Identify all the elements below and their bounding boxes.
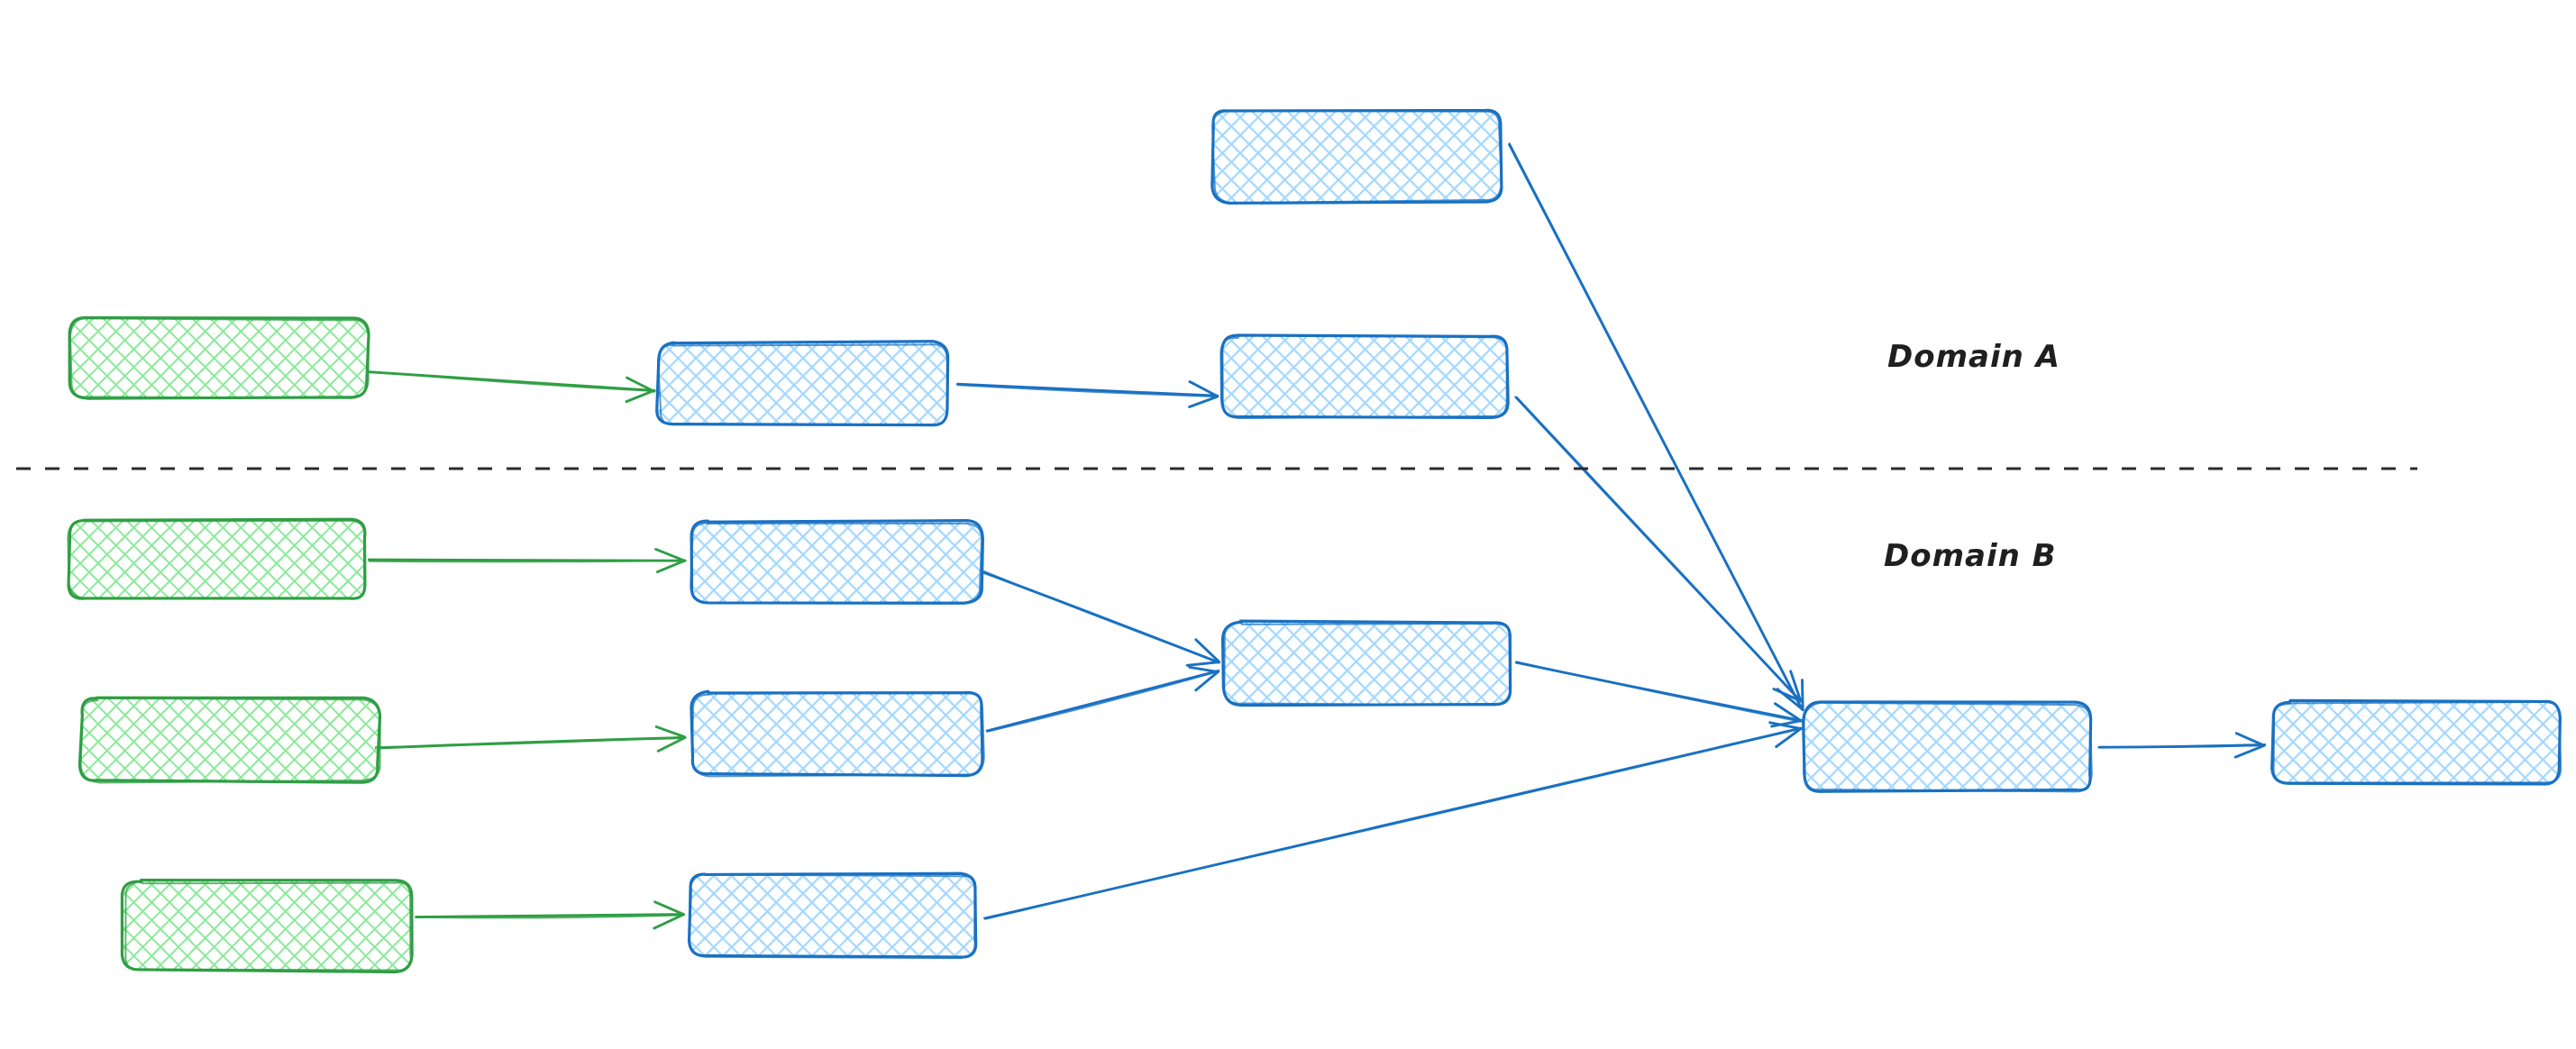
edge-source-b1-to-process-b1-head-0 [654,548,686,562]
source-node-b2-outline-2 [79,697,381,784]
merge-node-outline-2 [1223,621,1512,707]
source-node-a1-outline-2 [69,317,370,399]
edge-process-a1-to-process-a2-head-0 [1188,380,1219,398]
process-node-b1-fill [691,521,982,602]
edge-process-b2-to-merge-shaft-0 [985,670,1220,733]
edge-source-a1-to-process-a1-shaft-1 [369,370,656,392]
edge-process-b1-to-merge-shaft-1 [982,570,1220,663]
edge-source-b2-to-process-b2-shaft-1 [374,735,687,749]
process-node-b2-outline-2 [691,692,985,778]
edge-merge-to-aggregate [1514,661,1804,728]
process-node-b2[interactable] [690,689,985,778]
output-node[interactable] [2270,698,2562,786]
edge-aggregate-to-output-shaft-1 [2099,744,2266,749]
process-node-top[interactable] [1210,108,1503,205]
edge-process-b3-to-aggregate-head-1 [1775,727,1803,749]
edge-process-a1-to-process-a2-shaft-1 [956,384,1218,398]
edge-aggregate-to-output-head-0 [2234,732,2265,747]
edge-process-b1-to-merge-head-1 [1185,661,1220,667]
edge-process-b1-to-merge [982,570,1220,667]
edge-process-b2-to-merge [985,665,1220,733]
source-node-a1-fill [70,317,368,398]
edge-process-a2-to-aggregate-head-0 [1789,670,1803,703]
source-node-b3-fill [123,880,412,971]
edge-process-b1-to-merge-head-0 [1194,638,1220,663]
aggregate-node[interactable] [1802,700,2093,793]
edge-source-a1-to-process-a1-head-0 [626,376,656,393]
edge-process-b2-to-merge-head-1 [1194,670,1220,692]
process-node-b1[interactable] [690,519,984,605]
edge-process-top-to-aggregate-shaft-1 [1508,142,1804,710]
edge-process-top-to-aggregate-head-0 [1801,679,1804,712]
edge-aggregate-to-output-head-1 [2233,743,2266,759]
edge-merge-to-aggregate-head-0 [1773,702,1803,723]
process-node-b3-outline-2 [688,873,976,960]
edge-merge-to-aggregate-head-1 [1770,719,1804,728]
edge-process-a1-to-process-a2 [955,380,1219,408]
edge-source-b2-to-process-b2-head-0 [654,725,686,739]
source-node-b3-outline-2 [124,880,412,971]
process-node-b2-fill [692,692,982,775]
edge-process-a2-to-aggregate-head-1 [1772,688,1802,702]
process-node-b3-fill [690,874,976,957]
process-node-a2-fill [1221,335,1508,418]
edge-aggregate-to-output [2097,732,2267,759]
source-node-b1-outline-2 [67,519,367,599]
edge-process-b2-to-merge-head-0 [1188,665,1219,673]
process-node-a2[interactable] [1219,333,1510,420]
domain-a-label: Domain A [1887,339,2060,375]
source-node-b2[interactable] [78,696,382,784]
edge-process-top-to-aggregate [1508,142,1804,712]
edge-process-b3-to-aggregate [982,721,1803,920]
edge-source-b3-to-process-b3-shaft-1 [415,914,684,919]
edge-source-b3-to-process-b3-head-1 [653,913,685,930]
source-node-b1[interactable] [67,517,367,600]
process-node-a1-outline-2 [657,343,949,426]
edge-process-b3-to-aggregate-head-0 [1768,721,1803,731]
source-node-b1-fill [69,520,366,599]
process-node-top-fill [1212,110,1501,202]
process-node-a1[interactable] [655,340,950,427]
source-node-b2-fill [81,698,379,781]
merge-node[interactable] [1220,619,1512,707]
edges-group [367,142,2267,930]
domain-b-label: Domain B [1884,538,2057,574]
aggregate-node-outline-2 [1803,701,2093,793]
edge-process-b3-to-aggregate-shaft-1 [982,727,1803,919]
source-node-b3-outline [120,879,414,974]
edge-process-a1-to-process-a2-shaft-0 [955,382,1219,397]
edge-process-a2-to-aggregate [1513,396,1803,703]
nodes-group [67,108,2562,974]
edge-source-b2-to-process-b2 [374,725,687,753]
process-node-a1-fill [658,342,948,425]
process-node-b1-outline-2 [690,522,983,605]
merge-node-fill [1224,622,1511,705]
edge-source-a1-to-process-a1-head-1 [625,388,656,404]
edge-source-b1-to-process-b1 [367,548,687,574]
edge-source-b1-to-process-b1-head-1 [655,559,687,574]
edge-source-b3-to-process-b3-shaft-0 [415,913,685,918]
edge-process-a2-to-aggregate-shaft-1 [1513,396,1802,702]
edge-merge-to-aggregate-shaft-1 [1515,661,1802,723]
edge-source-b2-to-process-b2-head-1 [656,736,687,753]
output-node-outline-2 [2272,700,2562,784]
source-node-a1[interactable] [68,315,370,400]
edge-source-b3-to-process-b3-head-0 [653,900,686,917]
process-node-b3[interactable] [687,871,978,960]
edge-source-a1-to-process-a1 [367,370,656,404]
edge-source-b3-to-process-b3 [415,900,686,930]
process-node-a2-outline-2 [1219,333,1508,420]
edge-process-a1-to-process-a2-head-1 [1188,395,1219,408]
process-node-top-outline-2 [1211,110,1503,205]
edge-process-b2-to-merge-shaft-1 [986,670,1219,733]
aggregate-node-fill [1804,703,2091,791]
source-node-b3[interactable] [120,879,414,974]
output-node-fill [2273,701,2560,784]
